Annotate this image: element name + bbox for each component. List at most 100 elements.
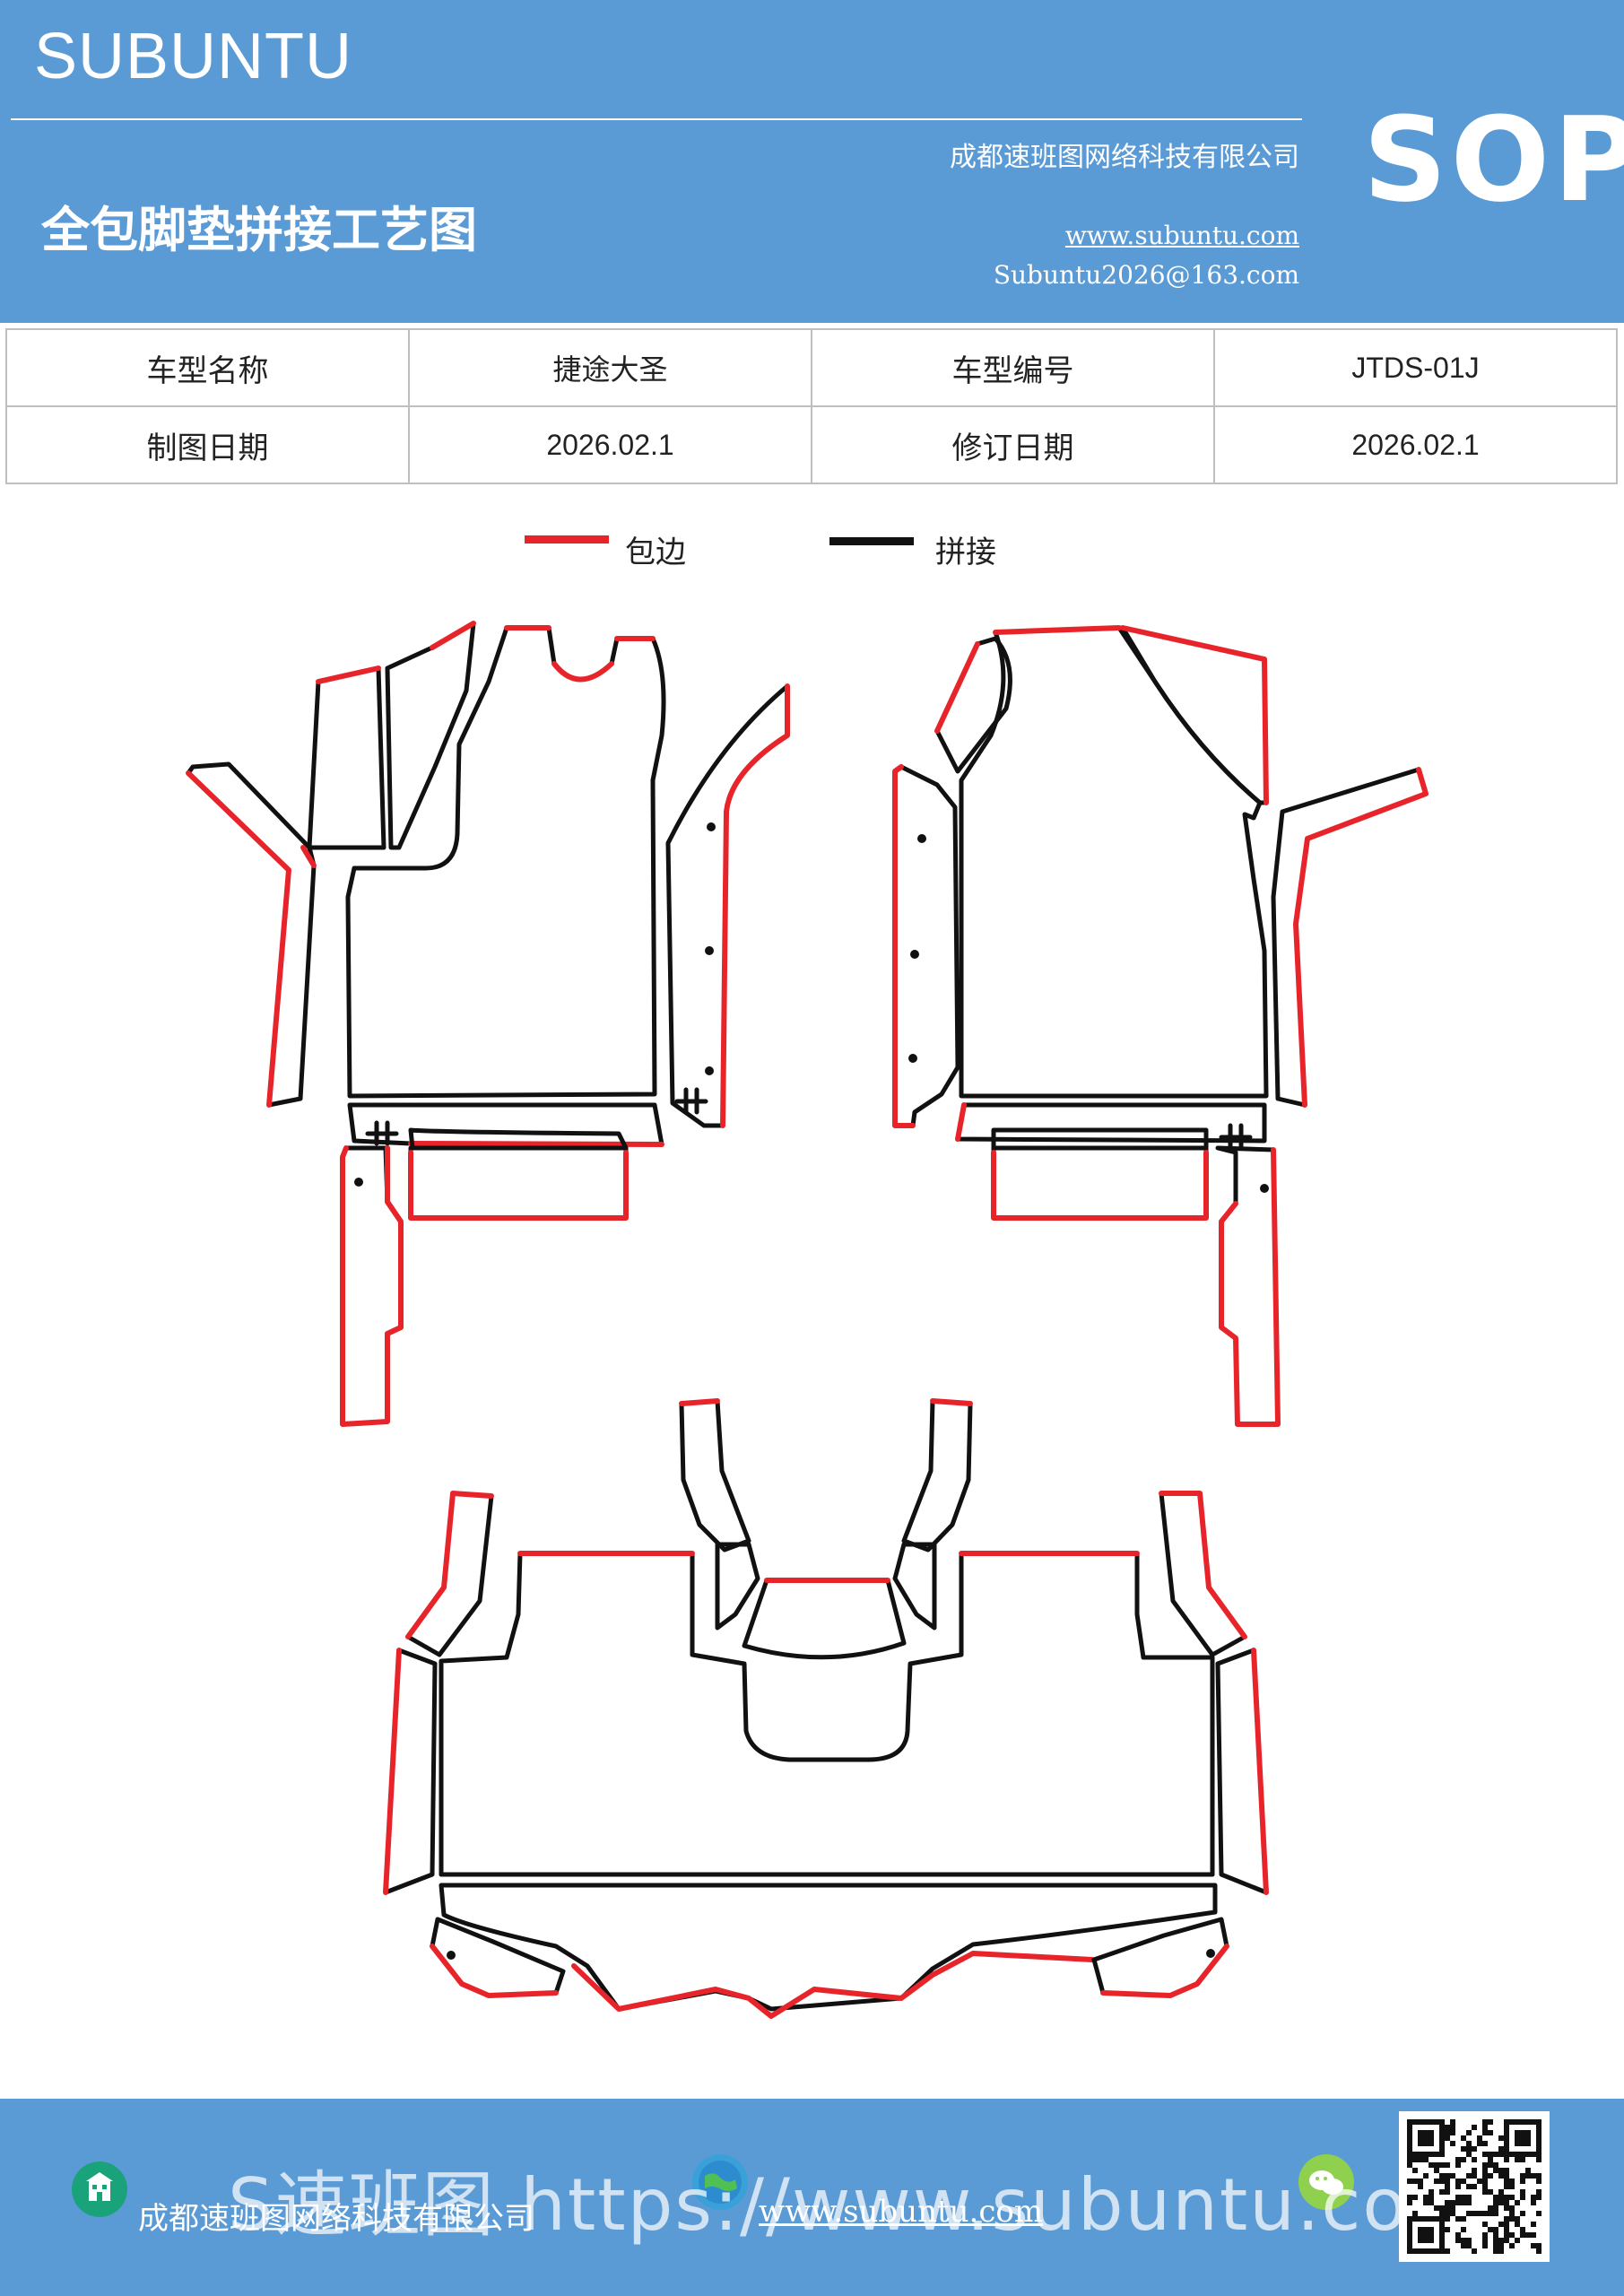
- qr-module: [1439, 2222, 1445, 2227]
- qr-module: [1515, 2238, 1520, 2243]
- qr-module: [1525, 2130, 1531, 2135]
- qr-module: [1434, 2179, 1439, 2184]
- qr-module: [1525, 2173, 1531, 2179]
- qr-module: [1423, 2248, 1429, 2254]
- mat-piece: [385, 621, 476, 850]
- qr-module: [1461, 2200, 1466, 2205]
- qr-module: [1504, 2179, 1509, 2184]
- qr-module: [1407, 2152, 1412, 2157]
- qr-module: [1498, 2222, 1504, 2227]
- qr-module: [1434, 2152, 1439, 2157]
- legend-swatch-seam: [829, 537, 914, 545]
- qr-module: [1434, 2119, 1439, 2125]
- qr-module: [1493, 2227, 1498, 2232]
- footer-company: 成都速班图网络科技有限公司: [138, 2201, 534, 2237]
- qr-module: [1412, 2248, 1418, 2254]
- qr-module: [1482, 2125, 1488, 2130]
- brand-logo: SUBUNTU: [34, 21, 353, 92]
- qr-module: [1418, 2141, 1423, 2146]
- qr-module: [1498, 2146, 1504, 2152]
- qr-module: [1418, 2119, 1423, 2125]
- qr-module: [1407, 2232, 1412, 2238]
- qr-module: [1412, 2168, 1418, 2173]
- qr-module: [1407, 2157, 1412, 2162]
- qr-module: [1515, 2130, 1520, 2135]
- mat-piece: [408, 1127, 629, 1151]
- qr-module: [1477, 2179, 1482, 2184]
- qr-module: [1445, 2216, 1450, 2222]
- qr-module: [1531, 2200, 1536, 2205]
- table-cell-label: 车型名称: [5, 328, 410, 407]
- qr-module: [1515, 2216, 1520, 2222]
- qr-module: [1439, 2243, 1445, 2248]
- qr-module: [1504, 2119, 1509, 2125]
- edge-binding: [571, 1951, 1095, 2019]
- qr-module: [1472, 2168, 1477, 2173]
- qr-module: [1509, 2179, 1515, 2184]
- clip-hole: [1206, 1949, 1215, 1958]
- clip-hole: [917, 834, 926, 843]
- qr-module: [1439, 2141, 1445, 2146]
- qr-module: [1509, 2152, 1515, 2157]
- qr-module: [1493, 2232, 1498, 2238]
- qr-module: [1482, 2119, 1488, 2125]
- clip-hole: [705, 946, 714, 955]
- qr-module: [1482, 2238, 1488, 2243]
- edge-binding: [340, 1145, 404, 1427]
- qr-module: [1412, 2157, 1418, 2162]
- edge-binding: [1159, 1491, 1247, 1639]
- website-link[interactable]: www.subuntu.com: [1064, 221, 1299, 250]
- qr-module: [1455, 2157, 1461, 2162]
- qr-module: [1531, 2119, 1536, 2125]
- qr-module: [1407, 2162, 1412, 2168]
- qr-module: [1520, 2211, 1525, 2216]
- qr-module: [1498, 2168, 1504, 2173]
- qr-module: [1520, 2141, 1525, 2146]
- qr-module: [1434, 2216, 1439, 2222]
- qr-module: [1525, 2168, 1531, 2173]
- qr-module: [1493, 2168, 1498, 2173]
- qr-module: [1536, 2135, 1541, 2141]
- qr-module: [1498, 2135, 1504, 2141]
- mat-piece: [742, 1578, 907, 1660]
- qr-module: [1423, 2200, 1429, 2205]
- qr-module: [1455, 2195, 1461, 2200]
- qr-module: [1450, 2125, 1455, 2130]
- qr-module: [1536, 2248, 1541, 2254]
- qr-module: [1423, 2152, 1429, 2157]
- qr-module: [1466, 2211, 1472, 2216]
- footer-website-link[interactable]: www.subuntu.com: [759, 2194, 1044, 2230]
- qr-module: [1466, 2141, 1472, 2146]
- qr-module: [1504, 2168, 1509, 2173]
- qr-module: [1498, 2152, 1504, 2157]
- qr-module: [1472, 2248, 1477, 2254]
- qr-module: [1423, 2135, 1429, 2141]
- qr-module: [1455, 2184, 1461, 2189]
- qr-module: [1488, 2152, 1493, 2157]
- qr-module: [1455, 2216, 1461, 2222]
- qr-module: [1455, 2162, 1461, 2168]
- qr-module: [1439, 2216, 1445, 2222]
- edge-binding: [1219, 1147, 1281, 1427]
- table-row: 车型名称 捷途大圣 车型编号 JTDS-01J: [5, 328, 1618, 407]
- qr-module: [1515, 2157, 1520, 2162]
- qr-module: [1515, 2200, 1520, 2205]
- qr-module: [1504, 2205, 1509, 2211]
- qr-module: [1504, 2227, 1509, 2232]
- qr-module: [1509, 2211, 1515, 2216]
- qr-module: [1509, 2243, 1515, 2248]
- qr-module: [1536, 2152, 1541, 2157]
- mat-piece: [347, 1102, 664, 1147]
- edge-binding: [551, 661, 614, 683]
- mat-piece: [991, 1145, 1209, 1221]
- qr-module: [1515, 2152, 1520, 2157]
- qr-module: [1482, 2173, 1488, 2179]
- qr-module: [1498, 2248, 1504, 2254]
- qr-module: [1515, 2222, 1520, 2227]
- qr-module: [1429, 2162, 1434, 2168]
- edge-binding: [1293, 767, 1429, 1108]
- edge-binding: [991, 1150, 1209, 1221]
- qr-module: [1418, 2248, 1423, 2254]
- qr-module: [1445, 2227, 1450, 2232]
- edge-binding: [934, 641, 980, 734]
